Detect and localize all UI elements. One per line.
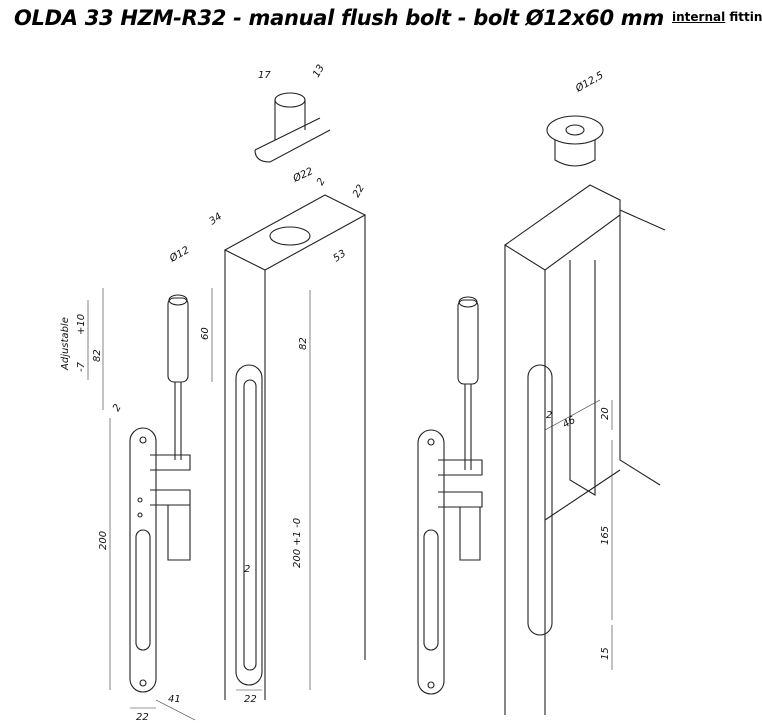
- dim-82-left: 82: [92, 349, 103, 362]
- dim-adjustable: Adjustable: [60, 317, 71, 371]
- dim-60: 60: [200, 327, 211, 340]
- dim-15: 15: [600, 647, 611, 660]
- dim-plus-10: +10: [76, 314, 87, 335]
- dim-165: 165: [600, 526, 611, 545]
- dim-2-left: 2: [111, 402, 124, 413]
- dim-17: 17: [258, 70, 271, 81]
- dim-bolt-dia: Ø12: [167, 244, 192, 265]
- page-title: OLDA 33 HZM-R32 - manual flush bolt - bo…: [14, 6, 664, 30]
- dim-22-dia: Ø22: [290, 165, 315, 185]
- dim-200: 200: [98, 531, 109, 550]
- link-rest: fittin: [725, 10, 762, 24]
- door-installed-right: [504, 115, 666, 715]
- dim-12-5: Ø12,5: [573, 69, 606, 95]
- dim-22-plate: 22: [136, 712, 149, 723]
- dim-2-right: 2: [546, 410, 552, 421]
- dim-22-top: 22: [351, 183, 367, 200]
- flush-bolt-right: [417, 296, 483, 695]
- dim-200-tol: 200 +1 -0: [292, 518, 303, 568]
- dim-22-slot: 22: [244, 694, 257, 705]
- dim-2-top: 2: [315, 176, 328, 187]
- internal-fittings-link[interactable]: internal fittin: [672, 10, 762, 24]
- dim-2-slot: 2: [244, 564, 250, 575]
- link-underlined[interactable]: internal: [672, 10, 726, 24]
- dim-46: 46: [561, 415, 578, 431]
- door-profile-middle: [223, 92, 367, 700]
- dim-41: 41: [168, 694, 181, 705]
- flush-bolt-left: [129, 294, 191, 693]
- dim-34: 34: [207, 211, 224, 227]
- dim-minus-7: -7: [76, 361, 87, 372]
- dim-53: 53: [331, 248, 348, 264]
- dimension-lines: [87, 288, 613, 721]
- dim-82-right: 82: [298, 337, 309, 350]
- dim-20: 20: [600, 407, 611, 420]
- dim-13: 13: [311, 63, 327, 80]
